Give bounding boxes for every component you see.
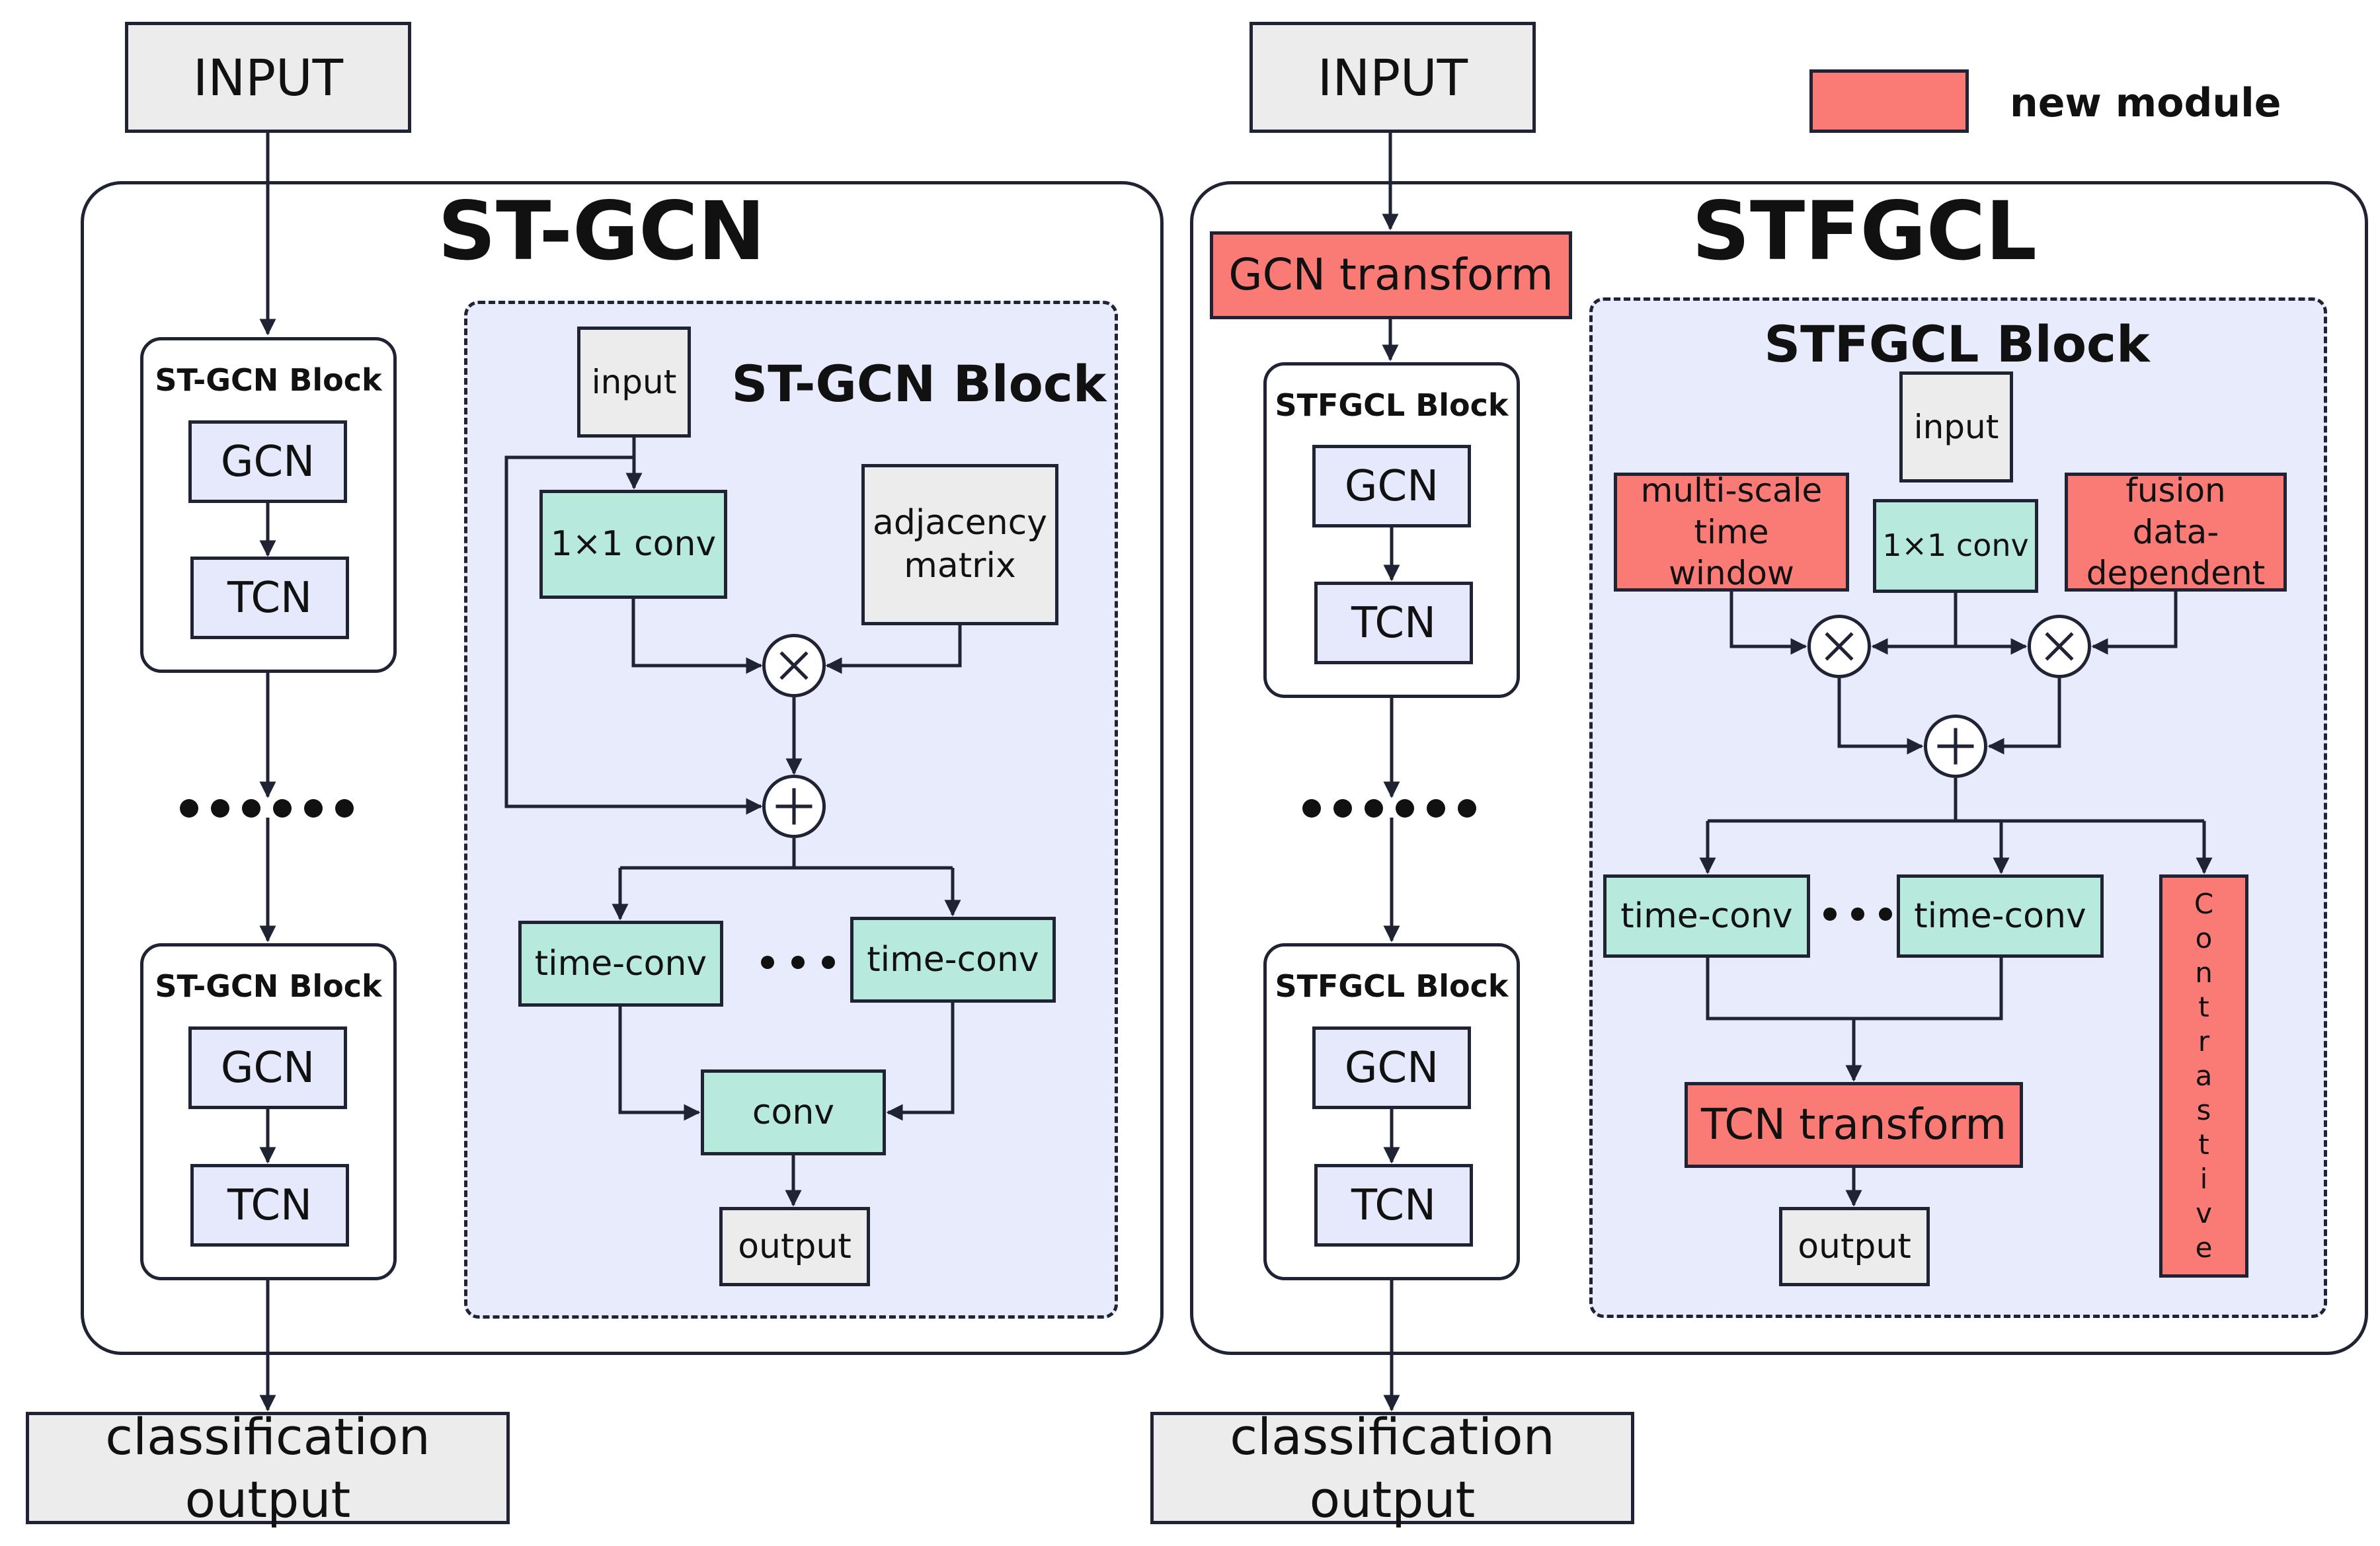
stgcn-detail-adjacency-matrix: adjacency matrix (861, 464, 1058, 625)
contrastive-letter: a (2195, 1059, 2213, 1092)
stgcn-add-op-icon (762, 775, 826, 838)
stfgcl-detail-output: output (1779, 1207, 1930, 1286)
stgcn-ellipsis-dot (335, 799, 354, 818)
stfgcl-detail-ellipsis-dot (1823, 908, 1837, 921)
legend-new-module-label: new module (2010, 80, 2281, 126)
stgcn-detail-input: input (577, 327, 691, 438)
stgcn-block-2-gcn: GCN (188, 1026, 347, 1109)
stgcn-title: ST-GCN (438, 184, 766, 278)
stfgcl-detail-time-conv-2: time-conv (1897, 874, 2104, 958)
stgcn-detail-ellipsis-dot (822, 956, 835, 969)
legend-new-module-swatch (1809, 69, 1969, 133)
stgcn-detail-time-conv-2: time-conv (850, 917, 1056, 1003)
stgcn-block-detail-title: ST-GCN Block (731, 354, 1107, 413)
stgcn-detail-time-conv-1: time-conv (518, 921, 723, 1007)
stfgcl-block-1-title: STFGCL Block (1275, 387, 1509, 423)
stfgcl-multiply-op-left-icon (1807, 615, 1871, 678)
stfgcl-detail-ellipsis-dot (1851, 908, 1864, 921)
contrastive-letter: t (2198, 1128, 2209, 1161)
stgcn-ellipsis-dot (304, 799, 323, 818)
stgcn-ellipsis-dot (180, 799, 198, 818)
contrastive-letter: C (2194, 887, 2214, 920)
stfgcl-block-2-gcn: GCN (1312, 1026, 1471, 1109)
stgcn-multiply-op-icon (762, 634, 826, 697)
contrastive-letter: v (2196, 1197, 2212, 1230)
stgcn-detail-output: output (719, 1207, 870, 1286)
contrastive-letter: n (2195, 956, 2213, 989)
stfgcl-add-op-icon (1924, 715, 1987, 778)
stfgcl-ellipsis-dot (1427, 799, 1445, 818)
contrastive-letter: t (2198, 990, 2209, 1023)
stgcn-block-2-title: ST-GCN Block (155, 968, 382, 1004)
stgcn-block-1-title: ST-GCN Block (155, 362, 382, 398)
stfgcl-detail-fusion-data-dependent: fusion data-dependent (2065, 471, 2287, 592)
stfgcl-block-1-tcn: TCN (1314, 582, 1473, 664)
stgcn-classification-output: classification output (26, 1407, 510, 1529)
contrastive-letter: e (2195, 1231, 2213, 1264)
contrastive-letter: r (2198, 1024, 2210, 1058)
stgcn-detail-ellipsis-dot (791, 956, 805, 969)
stfgcl-detail-time-conv-1: time-conv (1603, 874, 1810, 958)
stfgcl-block-1-gcn: GCN (1312, 445, 1471, 527)
stgcn-ellipsis-dot (273, 799, 292, 818)
contrastive-letter: o (2195, 921, 2213, 954)
stfgcl-ellipsis-dot (1302, 799, 1321, 818)
stgcn-detail-1x1-conv: 1×1 conv (539, 490, 727, 599)
stgcn-ellipsis-dot (211, 799, 229, 818)
stfgcl-detail-tcn-transform: TCN transform (1685, 1082, 2023, 1168)
stgcn-detail-ellipsis-dot (761, 956, 774, 969)
stfgcl-ellipsis-dot (1365, 799, 1383, 818)
stgcn-block-1-gcn: GCN (188, 420, 347, 503)
stfgcl-gcn-transform: GCN transform (1210, 231, 1572, 319)
stfgcl-title: STFGCL (1692, 184, 2037, 278)
stfgcl-block-2-tcn: TCN (1314, 1164, 1473, 1247)
stgcn-input-box: INPUT (125, 22, 411, 133)
stfgcl-detail-input: input (1899, 371, 2013, 483)
contrastive-letter: i (2200, 1163, 2208, 1196)
stfgcl-detail-ellipsis-dot (1879, 908, 1892, 921)
stfgcl-block-2-title: STFGCL Block (1275, 968, 1509, 1004)
stgcn-detail-conv: conv (701, 1069, 886, 1155)
stfgcl-multiply-op-right-icon (2028, 615, 2091, 678)
contrastive-letter: s (2196, 1094, 2211, 1127)
stgcn-block-1-tcn: TCN (190, 557, 349, 639)
stfgcl-ellipsis-dot (1458, 799, 1476, 818)
stgcn-ellipsis-dot (242, 799, 260, 818)
stfgcl-input-box: INPUT (1250, 22, 1536, 133)
stgcn-block-2-tcn: TCN (190, 1164, 349, 1247)
stfgcl-ellipsis-dot (1333, 799, 1352, 818)
stfgcl-detail-1x1-conv: 1×1 conv (1873, 499, 2038, 593)
stfgcl-block-detail-title: STFGCL Block (1764, 314, 2150, 373)
stfgcl-ellipsis-dot (1396, 799, 1414, 818)
stfgcl-classification-output: classification output (1150, 1407, 1634, 1529)
stfgcl-detail-multi-scale-time-window: multi-scale time window (1614, 471, 1849, 592)
